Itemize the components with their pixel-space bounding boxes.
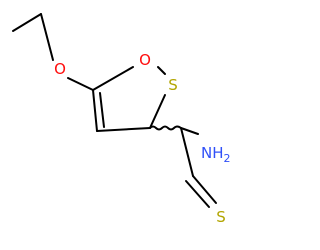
sulfur-ring-label: S bbox=[168, 76, 178, 94]
amino-nh-text: NH bbox=[201, 144, 224, 162]
oxygen-ether-label: O bbox=[54, 60, 66, 78]
bond-o-ether-c5 bbox=[67, 77, 94, 91]
sulfur-thione-label: S bbox=[216, 208, 226, 226]
bond-exocyclic-double bbox=[149, 125, 182, 131]
bond-c4-c5-double bbox=[99, 92, 105, 128]
bond-ch3-ch2 bbox=[12, 13, 42, 32]
oxygen-ring-label: O bbox=[139, 51, 151, 69]
bond-s-c3 bbox=[149, 94, 166, 129]
bond-ch2-o-ether bbox=[40, 13, 54, 61]
molecule-structure: O O S NH2 S bbox=[12, 13, 231, 226]
bond-o-s-ring bbox=[157, 66, 166, 75]
amino-group-label: NH2 bbox=[201, 144, 231, 165]
bond-c-cho bbox=[180, 127, 194, 177]
bond-c-nh2 bbox=[180, 127, 199, 135]
bond-c3-c4 bbox=[96, 127, 151, 132]
amino-subscript: 2 bbox=[224, 152, 231, 165]
bond-c5-o-ring bbox=[92, 66, 134, 91]
bond-c-s-thione-double bbox=[185, 180, 210, 208]
bond-c4-c5 bbox=[92, 89, 98, 132]
bond-c-s-thione bbox=[192, 175, 217, 204]
